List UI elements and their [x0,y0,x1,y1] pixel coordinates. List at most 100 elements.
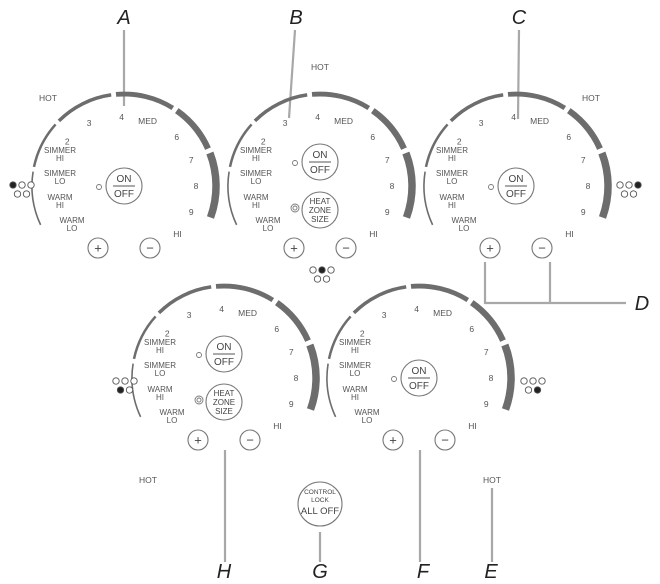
minus-button[interactable]: − [434,429,456,451]
plus-icon: + [486,241,494,256]
mode-label: SIMMER [144,361,176,370]
power-arc-segment [115,91,175,111]
plus-button[interactable]: + [187,429,209,451]
power-arc-segment [253,93,308,123]
power-level-label: 3 [479,118,484,128]
on-indicator-light [196,352,202,358]
power-arc-segment [370,108,407,150]
on-indicator-light [292,160,298,166]
power-arc-segment [410,283,470,303]
minus-icon: − [441,433,449,448]
on-off-button[interactable]: ON OFF [105,167,143,205]
hot-label-right-front: HOT [483,475,501,485]
mode-label: SIMMER [240,146,272,155]
mode-sub-label: HI [156,393,164,402]
mode-sub-label: HI [252,154,260,163]
control-lock-label-2: LOCK [311,497,329,504]
mode-label: WARM [255,216,280,225]
plus-button[interactable]: + [382,429,404,451]
mode-sub-label: HI [448,201,456,210]
minus-icon: − [538,241,546,256]
power-level-label: HI [468,421,477,431]
minus-button[interactable]: − [531,237,553,259]
power-level-label: 4 [219,304,224,314]
power-level-label: 8 [489,373,494,383]
minus-button[interactable]: − [335,237,357,259]
power-level-label: 7 [581,155,586,165]
minus-button[interactable]: − [239,429,261,451]
power-arc-tail [326,363,337,418]
power-level-label: 3 [283,118,288,128]
mode-label: WARM [342,385,367,394]
mode-label: SIMMER [240,169,272,178]
mode-label: SIMMER [339,361,371,370]
zone-label: ZONE [309,206,331,215]
control-lock-button[interactable]: CONTROL LOCK ALL OFF [297,481,343,527]
power-level-label: 9 [581,207,586,217]
size-label: SIZE [311,215,329,224]
on-label: ON [117,174,132,185]
mode-sub-label: HI [156,346,164,355]
on-label: ON [217,342,232,353]
power-level-label: 2 [457,137,462,147]
power-arc-segment [424,123,449,168]
burner-indicator-left-front [112,377,138,394]
plus-button[interactable]: + [479,237,501,259]
power-level-label: 6 [274,324,279,334]
power-level-label: 6 [469,324,474,334]
mode-sub-label: LO [55,177,66,186]
callout-c: C [512,7,527,29]
mode-sub-label: LO [447,177,458,186]
mode-label: WARM [159,408,184,417]
mode-label: WARM [147,385,172,394]
burner-indicator-right-front [520,377,546,394]
power-level-label: 4 [315,112,320,122]
power-arc-segment [449,93,504,123]
power-arc-segment [174,108,211,150]
leader-b [287,29,297,119]
off-label: OFF [409,381,429,392]
minus-button[interactable]: − [139,237,161,259]
off-label: OFF [114,189,134,200]
minus-icon: − [246,433,254,448]
power-arc-segment [132,315,157,360]
power-level-label: 6 [174,132,179,142]
mode-sub-label: LO [263,224,274,233]
power-level-label: 6 [566,132,571,142]
mode-label: WARM [243,193,268,202]
on-label: ON [412,366,427,377]
power-level-label: HI [173,229,182,239]
power-level-label: 8 [294,373,299,383]
plus-icon: + [94,241,102,256]
mode-sub-label: HI [56,154,64,163]
heat-label: HEAT [214,389,235,398]
power-arc-tail [131,363,142,418]
minus-icon: − [342,241,350,256]
mode-sub-label: LO [362,416,373,425]
callout-h: H [217,561,232,583]
on-indicator-light [96,184,102,190]
power-level-label: 8 [194,181,199,191]
power-level-label: MED [530,116,549,126]
on-off-button[interactable]: ON OFF [400,359,438,397]
power-arc-segment [215,283,275,303]
plus-button[interactable]: + [283,237,305,259]
power-arc-segment [501,343,515,411]
plus-button[interactable]: + [87,237,109,259]
power-arc-segment [327,315,352,360]
plus-icon: + [194,433,202,448]
power-level-label: 8 [586,181,591,191]
mode-sub-label: HI [351,346,359,355]
power-arc-segment [32,123,57,168]
power-level-label: MED [238,308,257,318]
power-level-label: 3 [382,310,387,320]
plus-icon: + [389,433,397,448]
